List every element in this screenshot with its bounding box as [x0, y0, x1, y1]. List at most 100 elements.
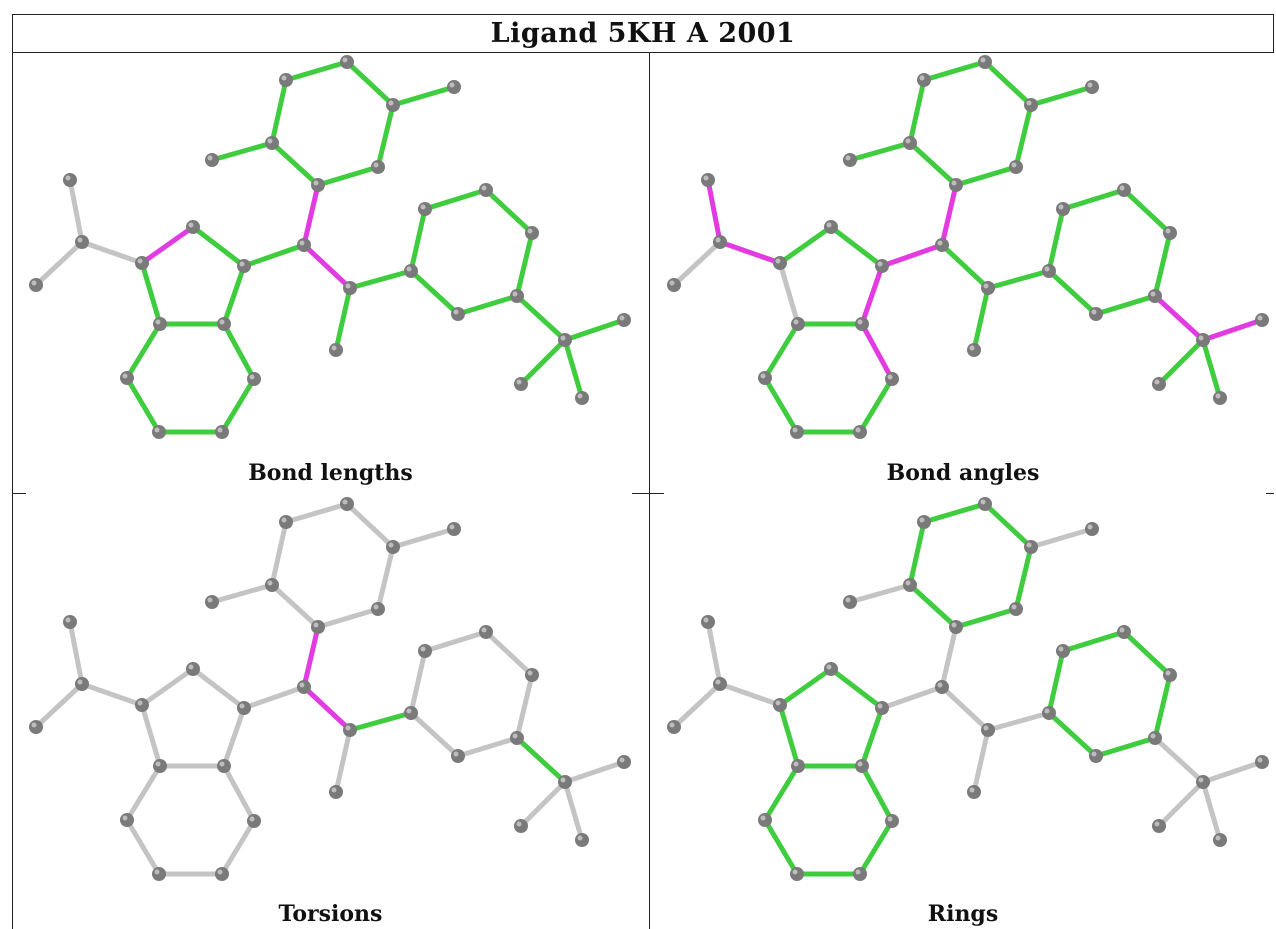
- bond-A3-A5: [1013, 544, 1034, 612]
- bond-A26-A27: [762, 817, 800, 877]
- bond-A22-A23: [1093, 293, 1158, 317]
- bond-A21-A22: [1152, 672, 1173, 741]
- bond-A22-A30: [514, 735, 568, 785]
- atom-A28: [215, 425, 229, 439]
- atom-A24: [217, 759, 231, 773]
- bond-A21-A22: [514, 672, 535, 741]
- bond-A6-A15: [939, 182, 959, 248]
- bond-A12-A13: [777, 666, 834, 708]
- atom-A23: [451, 307, 465, 321]
- atom-A29: [247, 372, 261, 386]
- bond-A10-A11: [33, 681, 85, 730]
- panel-bond-lengths: Bond lengths: [12, 52, 649, 493]
- bond-A26-A27: [124, 817, 162, 877]
- bond-A26-A27: [762, 375, 800, 435]
- panel-label-torsions: Torsions: [278, 901, 383, 927]
- bond-A30-A32: [1156, 337, 1206, 387]
- atom-A33: [1213, 391, 1227, 405]
- bond-A13-A14: [190, 666, 247, 711]
- bond-A30-A32: [518, 779, 568, 829]
- bond-A1-A2: [921, 501, 988, 525]
- bond-A1-A2: [283, 59, 350, 83]
- atom-A23: [1089, 307, 1103, 321]
- bond-A6-A7: [269, 140, 321, 188]
- bond-A6-A15: [301, 182, 321, 248]
- atom-A24: [855, 317, 869, 331]
- atom-A32: [1152, 377, 1166, 391]
- atom-A3: [386, 98, 400, 112]
- atom-A25: [791, 317, 805, 331]
- atom-A26: [120, 813, 134, 827]
- bond-A23-A18: [1046, 710, 1099, 759]
- bond-A25-A26: [124, 763, 163, 823]
- bond-A20-A21: [1121, 629, 1173, 678]
- bond-A14-A24: [859, 263, 885, 327]
- atom-A12: [773, 256, 787, 270]
- bond-A7-A8: [847, 140, 913, 163]
- atom-A5: [1009, 602, 1023, 616]
- panel-label-rings: Rings: [927, 901, 999, 927]
- atom-A4: [1085, 80, 1099, 94]
- bond-A19-A20: [1060, 629, 1127, 654]
- atom-A25: [153, 759, 167, 773]
- bond-A3-A4: [390, 84, 457, 108]
- atom-A12: [773, 698, 787, 712]
- atom-A19: [1056, 202, 1070, 216]
- bond-A12-A13: [139, 224, 196, 266]
- bond-A23-A18: [408, 268, 461, 317]
- bond-A3-A4: [1028, 84, 1095, 108]
- atom-A13: [824, 220, 838, 234]
- atom-A31: [617, 313, 631, 327]
- atom-A15: [935, 680, 949, 694]
- bond-A16-A17: [971, 285, 991, 353]
- bond-A3-A4: [390, 526, 457, 550]
- atom-A33: [1213, 833, 1227, 847]
- bond-A23-A18: [408, 710, 461, 759]
- bond-A1-A2: [283, 501, 350, 525]
- atom-A16: [981, 281, 995, 295]
- atom-A19: [418, 202, 432, 216]
- bond-A21-A22: [514, 230, 535, 299]
- bond-A10-A12: [79, 681, 145, 708]
- atom-A19: [1056, 644, 1070, 658]
- bond-A16-A17: [971, 727, 991, 795]
- bond-A25-A26: [124, 321, 163, 381]
- atom-A27: [790, 867, 804, 881]
- atom-A2: [978, 55, 992, 69]
- bond-A10-A12: [79, 239, 145, 266]
- bond-A9-A10: [67, 177, 85, 245]
- atom-A15: [935, 238, 949, 252]
- bond-A21-A22: [1152, 230, 1173, 299]
- atom-A8: [205, 595, 219, 609]
- bond-A30-A31: [1200, 759, 1265, 785]
- bond-A9-A10: [705, 177, 723, 245]
- atom-A8: [843, 153, 857, 167]
- molecule-torsions: [29, 497, 631, 881]
- bond-A18-A19: [408, 648, 428, 716]
- atom-A22: [1148, 289, 1162, 303]
- atom-A28: [215, 867, 229, 881]
- atom-A11: [29, 278, 43, 292]
- bond-A7-A1: [269, 77, 289, 146]
- atom-A23: [1089, 749, 1103, 763]
- bond-A26-A27: [124, 375, 162, 435]
- bond-A3-A5: [1013, 102, 1034, 170]
- atom-A22: [1148, 731, 1162, 745]
- atom-A12: [135, 256, 149, 270]
- atom-A1: [279, 73, 293, 87]
- bond-A28-A29: [219, 376, 257, 435]
- frame-line-left: [12, 52, 13, 929]
- atom-A14: [875, 701, 889, 715]
- atom-A16: [981, 723, 995, 737]
- atom-A3: [386, 540, 400, 554]
- bond-A22-A30: [514, 293, 568, 343]
- atom-A10: [713, 677, 727, 691]
- bond-A30-A33: [1200, 337, 1223, 401]
- atom-A17: [329, 343, 343, 357]
- bond-A30-A31: [1200, 317, 1265, 343]
- atom-A5: [371, 160, 385, 174]
- atom-A27: [790, 425, 804, 439]
- atom-A24: [855, 759, 869, 773]
- atom-A12: [135, 698, 149, 712]
- bond-A29-A24: [859, 321, 895, 382]
